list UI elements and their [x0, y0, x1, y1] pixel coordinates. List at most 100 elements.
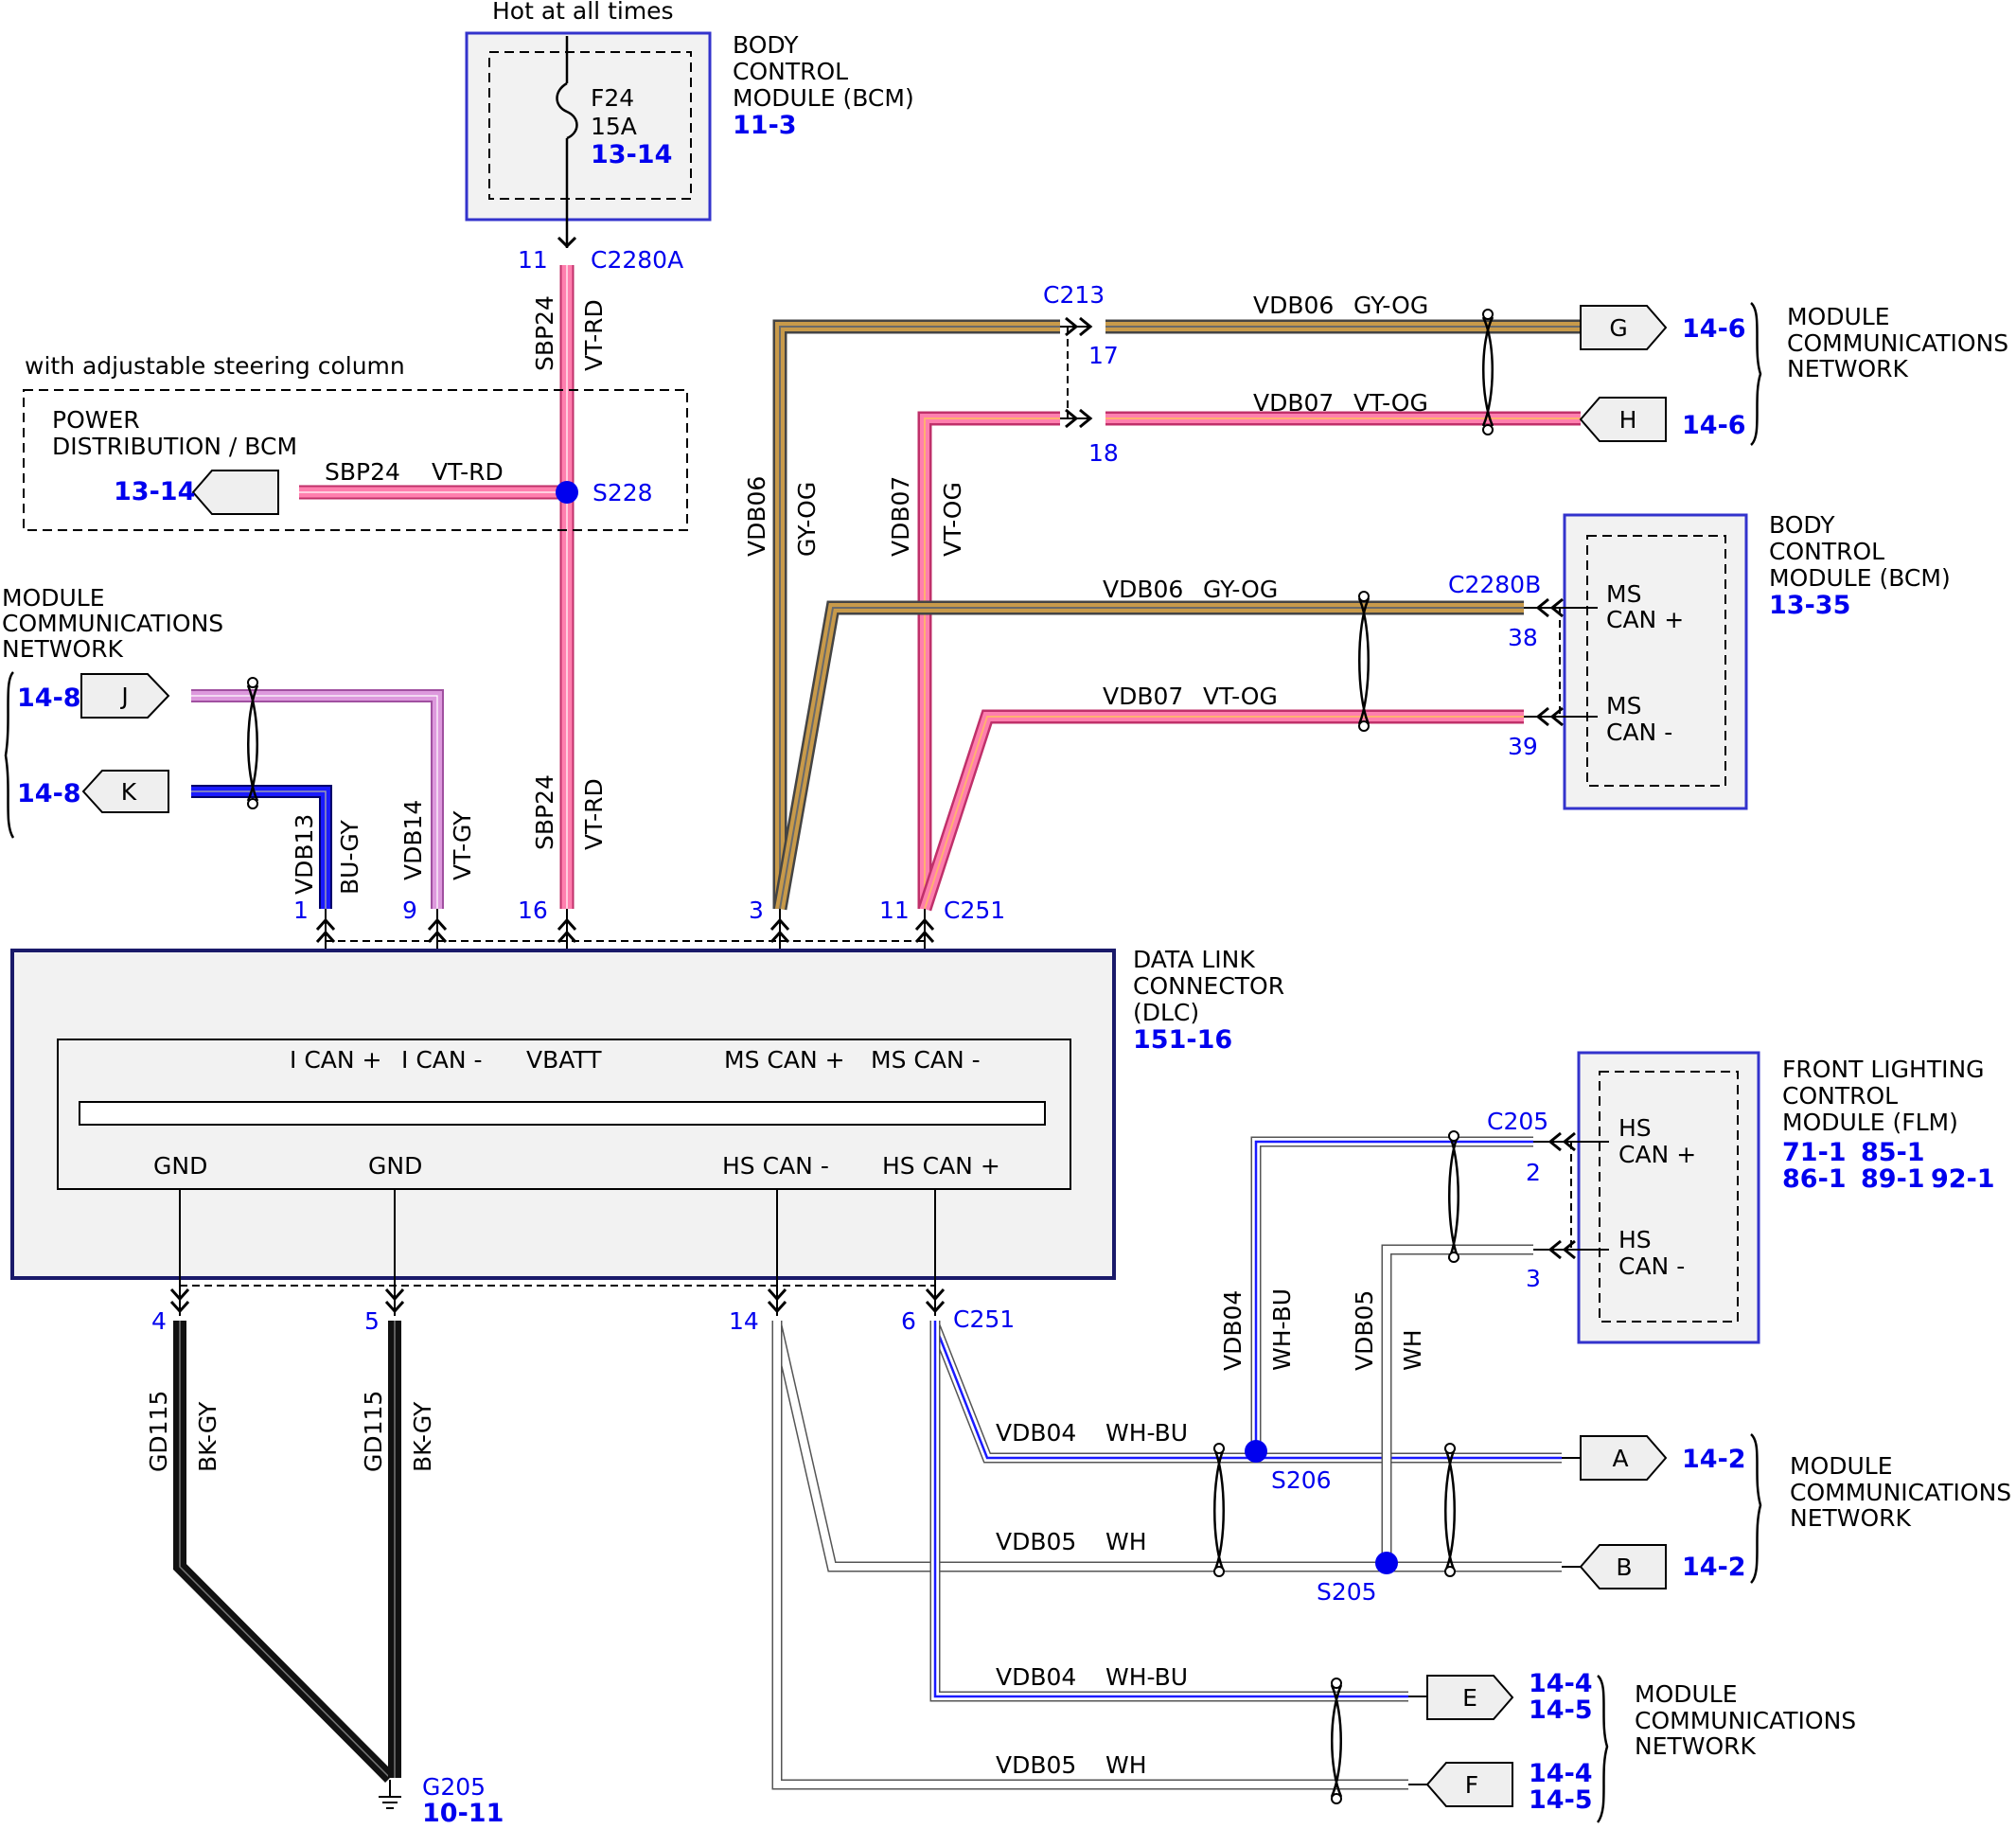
- wire-h-color: VT-OG: [1353, 389, 1428, 417]
- bcm-right-sig-plus-1: MS: [1606, 580, 1641, 608]
- bcm-right-name-3: MODULE (BCM): [1769, 564, 1951, 592]
- ground-icon: [379, 1780, 401, 1809]
- port-b-icon[interactable]: [1579, 1544, 1667, 1589]
- port-f-ref-1[interactable]: 14-4: [1529, 1759, 1593, 1788]
- dlc-ref-link[interactable]: 151-16: [1133, 1025, 1232, 1055]
- port-g-icon[interactable]: [1580, 305, 1668, 350]
- wire-e-circuit: VDB04: [996, 1663, 1076, 1691]
- port-e-icon[interactable]: [1426, 1675, 1514, 1720]
- left-net-1: MODULE: [2, 584, 105, 612]
- wire-vdb04-to-e: [929, 1325, 1408, 1702]
- flm-name-3: MODULE (FLM): [1782, 1109, 1958, 1136]
- wire-g-color: GY-OG: [1353, 292, 1428, 319]
- dlc-label-ms-can-plus: MS CAN +: [724, 1046, 845, 1074]
- wire-gd115: [173, 1321, 401, 1783]
- dlc-name-2: CONNECTOR: [1133, 972, 1284, 1000]
- splice-s228-icon: [556, 481, 578, 504]
- left-net-3: NETWORK: [2, 635, 124, 663]
- sbp24-bottom-color: VT-RD: [580, 778, 608, 850]
- port-h-ref-link[interactable]: 14-6: [1682, 411, 1746, 440]
- vert-vdb07-color: VT-OG: [939, 482, 966, 557]
- wire-38-circuit: VDB06: [1103, 576, 1183, 603]
- port-b-ref-link[interactable]: 14-2: [1682, 1553, 1746, 1582]
- wire-vdb05-to-b: [771, 1321, 1562, 1572]
- port-a-ref-link[interactable]: 14-2: [1682, 1445, 1746, 1474]
- power-dist-port-icon[interactable]: [191, 470, 279, 515]
- dlc-name-3: (DLC): [1133, 999, 1199, 1026]
- port-h-icon[interactable]: [1579, 397, 1667, 442]
- c205-pin-2: 2: [1526, 1159, 1541, 1186]
- power-dist-ref-link[interactable]: 13-14: [114, 477, 195, 506]
- flm-sig-plus-2: CAN +: [1618, 1141, 1696, 1168]
- port-k-icon[interactable]: [81, 770, 169, 813]
- dlc-label-hs-can-plus: HS CAN +: [882, 1152, 1000, 1180]
- flm-ref-71-1[interactable]: 71-1: [1782, 1138, 1847, 1167]
- gd115-circuit-1: GD115: [145, 1391, 172, 1472]
- c213-connector: C213: [1043, 281, 1105, 309]
- dlc-pin-16: 16: [518, 897, 548, 924]
- pin-arrow-icon: [557, 236, 577, 249]
- wire-vdb06-to-c213: [772, 319, 1060, 909]
- flm-ref-86-1[interactable]: 86-1: [1782, 1164, 1847, 1194]
- wire-vdb14: [191, 689, 444, 909]
- ground-ref-link[interactable]: 10-11: [422, 1799, 504, 1828]
- wire-38-color: GY-OG: [1203, 576, 1278, 603]
- flm-vdb04-circuit: VDB04: [1219, 1290, 1247, 1371]
- twisted-pair-icon: [1481, 316, 1494, 427]
- dlc-pin-1: 1: [293, 897, 309, 924]
- net-ef-1: MODULE: [1635, 1680, 1738, 1708]
- fuse-ref-link[interactable]: 13-14: [591, 140, 672, 169]
- dlc-connector-bottom: C251: [953, 1305, 1015, 1333]
- flm-sig-minus-2: CAN -: [1618, 1252, 1685, 1280]
- flm-ref-92-1[interactable]: 92-1: [1931, 1164, 1995, 1194]
- wire-vdb04-to-flm: [1250, 1136, 1533, 1458]
- c213-pin-18: 18: [1088, 439, 1119, 467]
- fuse-name: F24: [591, 84, 634, 112]
- port-a-icon[interactable]: [1580, 1435, 1668, 1481]
- port-f-ref-2[interactable]: 14-5: [1529, 1785, 1593, 1815]
- wire-vdb04-to-a: [929, 1321, 1562, 1464]
- dlc-connector-top: C251: [944, 897, 1005, 924]
- port-f-icon[interactable]: [1425, 1762, 1513, 1807]
- bcm-right-ref-link[interactable]: 13-35: [1769, 591, 1850, 620]
- bcm-right-module-box: [1563, 513, 1748, 810]
- port-e-ref-1[interactable]: 14-4: [1529, 1669, 1593, 1698]
- dlc-pin-6: 6: [901, 1307, 916, 1335]
- wire-39-color: VT-OG: [1203, 683, 1278, 710]
- port-b-label: B: [1616, 1554, 1632, 1581]
- splice-s205-label: S205: [1317, 1578, 1377, 1606]
- bcm-top-name-3: MODULE (BCM): [733, 84, 914, 112]
- wire-a-color: WH-BU: [1105, 1419, 1188, 1447]
- flm-sig-plus-1: HS: [1618, 1114, 1652, 1142]
- sbp24-top-circuit: SBP24: [531, 295, 558, 371]
- dlc-label-i-can-minus: I CAN -: [401, 1046, 483, 1074]
- port-j-icon[interactable]: [80, 673, 170, 719]
- steering-option-box: [23, 389, 688, 531]
- bcm-right-name-2: CONTROL: [1769, 538, 1884, 565]
- port-j-ref-link[interactable]: 14-8: [17, 684, 81, 713]
- gd115-color-2: BK-GY: [409, 1401, 436, 1472]
- wire-vdb05-to-flm: [1381, 1244, 1533, 1567]
- port-g-ref-link[interactable]: 14-6: [1682, 314, 1746, 344]
- splice-s205-icon: [1375, 1552, 1398, 1574]
- net-ef-3: NETWORK: [1635, 1732, 1757, 1760]
- port-g-label: G: [1609, 314, 1627, 342]
- power-dist-title-1: POWER: [52, 406, 140, 434]
- wire-vdb05-to-f: [771, 1325, 1408, 1790]
- flm-ref-85-1[interactable]: 85-1: [1861, 1138, 1925, 1167]
- vert-vdb06-color: GY-OG: [793, 482, 821, 557]
- bcm-top-ref-link[interactable]: 11-3: [733, 111, 797, 140]
- port-k-ref-link[interactable]: 14-8: [17, 779, 81, 808]
- splice-s206-label: S206: [1271, 1466, 1332, 1494]
- wire-39-circuit: VDB07: [1103, 683, 1183, 710]
- dlc-label-ms-can-minus: MS CAN -: [871, 1046, 981, 1074]
- net-gh-1: MODULE: [1787, 303, 1890, 330]
- flm-vdb05-color: WH: [1399, 1329, 1426, 1371]
- port-f-label: F: [1465, 1771, 1478, 1799]
- hot-label: Hot at all times: [492, 0, 674, 25]
- port-e-label: E: [1462, 1684, 1477, 1712]
- flm-ref-89-1[interactable]: 89-1: [1861, 1164, 1925, 1194]
- port-e-ref-2[interactable]: 14-5: [1529, 1696, 1593, 1725]
- dlc-label-i-can-plus: I CAN +: [290, 1046, 381, 1074]
- port-k-label: K: [121, 778, 137, 806]
